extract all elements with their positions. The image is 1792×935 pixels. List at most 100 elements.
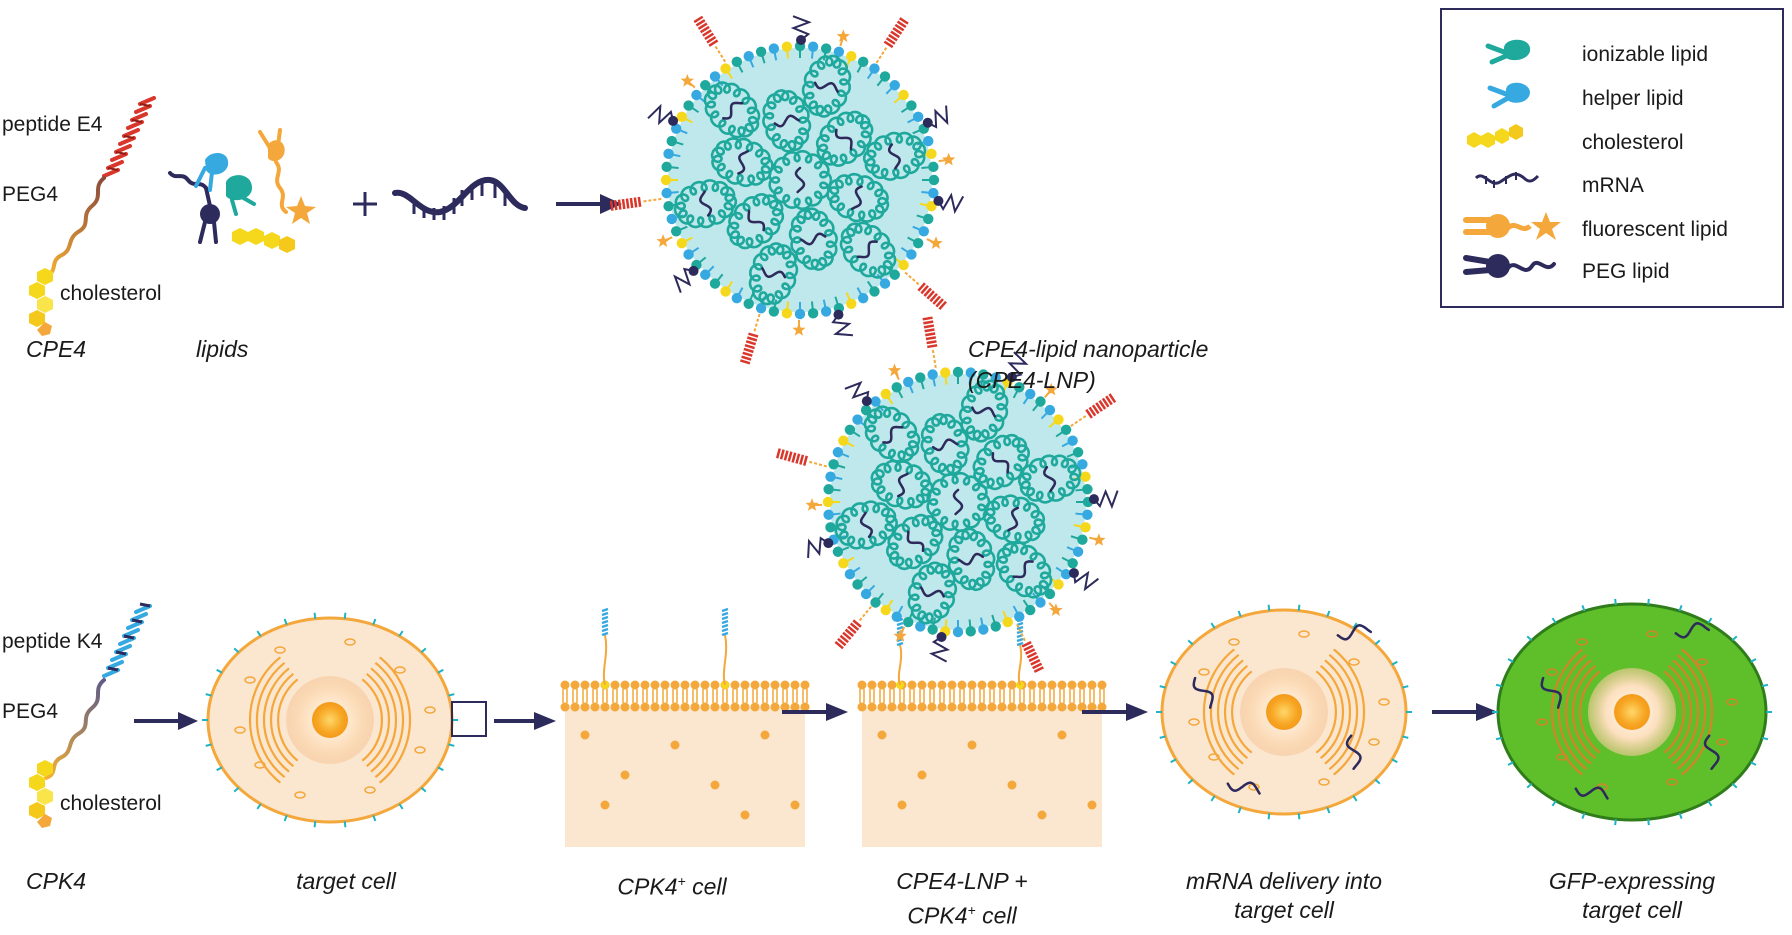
phospholipid-tail xyxy=(783,689,787,703)
phospholipid-head xyxy=(948,681,957,690)
target-cell-caption: target cell xyxy=(296,867,396,895)
surface-peptide xyxy=(234,648,238,652)
phospholipid-tail xyxy=(1090,689,1094,703)
cpk4-cell-caption: CPK4+ cell xyxy=(617,867,726,901)
legend-label-cholesterol: cholesterol xyxy=(1582,131,1684,155)
fluor-star xyxy=(805,498,818,511)
cpk4-helix xyxy=(897,643,903,645)
organelle-dot xyxy=(918,771,927,780)
lipid-tail xyxy=(812,47,813,59)
surface-peptide xyxy=(1188,640,1192,644)
surface-peptide xyxy=(217,670,222,673)
phospholipid-tail xyxy=(870,689,874,703)
phospholipid-tail xyxy=(733,689,737,703)
surface-peptide xyxy=(1527,636,1531,640)
phospholipid-head xyxy=(631,703,640,712)
phospholipid-tail xyxy=(890,689,894,703)
organelle-dot xyxy=(968,741,977,750)
phospholipid-head xyxy=(898,703,907,712)
phospholipid-head xyxy=(908,681,917,690)
surface-peptide xyxy=(448,694,454,695)
phospholipid-head xyxy=(741,703,750,712)
peptide-helix xyxy=(627,199,628,209)
phospholipid-head xyxy=(1038,681,1047,690)
surface-peptide xyxy=(1762,685,1768,686)
phospholipid-head xyxy=(878,681,887,690)
cpk4-helix xyxy=(722,621,728,623)
organelle-dot xyxy=(1038,811,1047,820)
cpk4-helix xyxy=(602,613,608,615)
phospholipid-head xyxy=(741,681,750,690)
phospholipid-head xyxy=(731,703,740,712)
phospholipid-head xyxy=(601,703,610,712)
peptide-helix xyxy=(924,326,934,328)
peg4-chain xyxy=(754,314,760,333)
peptide-helix xyxy=(1024,646,1033,650)
phospholipid-tail xyxy=(643,689,647,703)
phospholipid-head xyxy=(701,681,710,690)
surface-peptide xyxy=(1508,762,1513,765)
peptide-helix xyxy=(743,353,753,356)
peptide-helix xyxy=(800,455,803,465)
peptide-helix xyxy=(631,198,632,208)
surface-peptide xyxy=(1648,819,1649,825)
fluor-star xyxy=(792,323,805,336)
cpk4-helix xyxy=(722,617,728,619)
phospholipid-head xyxy=(1098,681,1107,690)
phospholipid-head xyxy=(1088,681,1097,690)
peptide-helix xyxy=(796,454,799,464)
fluor-star xyxy=(942,153,955,166)
delivery-caption-line1: mRNA delivery into xyxy=(1186,867,1382,895)
peg4-label-k: PEG4 xyxy=(2,700,58,724)
peptide-helix xyxy=(611,201,612,211)
lnp-caption-line1: CPE4-lipid nanoparticle xyxy=(968,335,1208,363)
fluor-star xyxy=(929,236,942,249)
cpk4-helix xyxy=(722,613,728,615)
phospholipid-head xyxy=(561,703,570,712)
peptide-helix xyxy=(793,453,796,463)
peg4-label: PEG4 xyxy=(2,183,58,207)
surface-peptide xyxy=(1211,796,1214,801)
phospholipid-head xyxy=(1048,681,1057,690)
surface-peptide xyxy=(234,788,238,792)
phospholipid-head xyxy=(978,681,987,690)
peg4-chain xyxy=(641,199,661,202)
organelle-dot xyxy=(741,811,750,820)
lipid-tail xyxy=(945,619,946,631)
surface-peptide xyxy=(1269,813,1270,819)
cholesterol-anchor-k xyxy=(29,760,53,828)
surface-peptide xyxy=(1211,623,1214,628)
peptide-helix xyxy=(1026,649,1035,653)
phospholipid-head xyxy=(661,703,670,712)
phospholipid-head xyxy=(571,703,580,712)
surface-peptide xyxy=(1708,801,1711,806)
surface-peptide xyxy=(1375,640,1379,644)
lipid-tail xyxy=(812,301,813,313)
cholesterol-label: cholesterol xyxy=(60,282,162,306)
surface-peptide xyxy=(206,694,212,695)
phospholipid-head xyxy=(591,703,600,712)
gfp-caption-line1: GFP-expressing xyxy=(1549,867,1715,895)
phospholipid-head xyxy=(958,703,967,712)
surface-peptide xyxy=(421,648,425,652)
nucleolus xyxy=(1266,694,1302,730)
fluor-star xyxy=(837,29,850,42)
cpk4-helix xyxy=(722,633,728,635)
phospholipid-head xyxy=(791,681,800,690)
surface-peptide xyxy=(1402,736,1408,737)
phospholipid-tail xyxy=(910,689,914,703)
organelle-dot xyxy=(791,801,800,810)
phospholipid-head xyxy=(858,703,867,712)
surface-peptide xyxy=(1402,686,1408,687)
surface-peptide xyxy=(1552,618,1555,623)
phospholipid-head xyxy=(641,703,650,712)
organelle-dot xyxy=(601,801,610,810)
phospholipid-tail xyxy=(633,689,637,703)
peptide-helix xyxy=(740,360,750,363)
cpk4-helix xyxy=(897,623,903,625)
organelle-dot xyxy=(671,741,680,750)
phospholipid-tail xyxy=(1070,689,1074,703)
surface-peptide xyxy=(1648,599,1649,605)
phospholipid-head xyxy=(691,681,700,690)
phospholipid-head xyxy=(978,703,987,712)
